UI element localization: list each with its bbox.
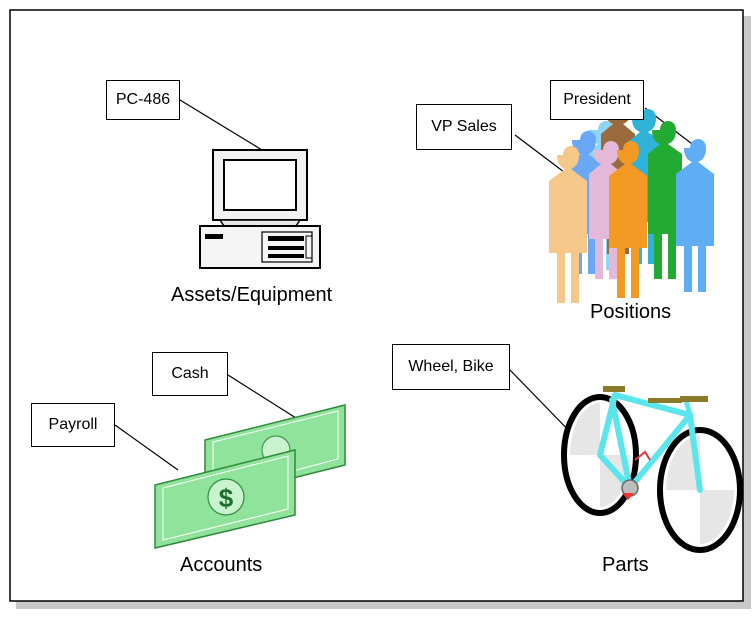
positions-caption: Positions	[590, 301, 672, 323]
pc-486-callout: PC-486	[106, 80, 180, 120]
money-bills-icon: $	[114, 374, 346, 549]
assets-equipment-caption: Assets/Equipment	[171, 284, 333, 306]
bicycle-icon	[509, 369, 743, 553]
vp-sales-callout: VP Sales	[416, 104, 512, 150]
wheel-bike-callout: Wheel, Bike	[392, 344, 510, 390]
president-callout: President	[550, 80, 644, 120]
cash-callout: Cash	[152, 352, 228, 396]
people-group-icon	[514, 101, 714, 303]
parts-caption: Parts	[602, 554, 649, 576]
computer-icon	[179, 99, 321, 269]
accounts-caption: Accounts	[180, 554, 263, 576]
payroll-callout: Payroll	[31, 403, 115, 447]
svg-text:$: $	[219, 483, 234, 513]
